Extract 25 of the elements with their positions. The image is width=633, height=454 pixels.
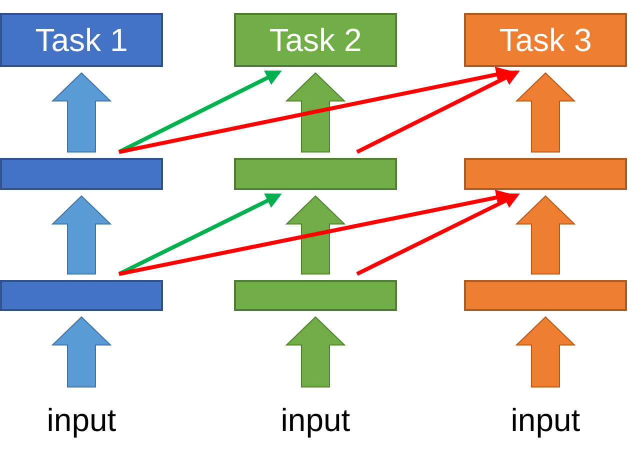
task-box: Task 1 <box>0 13 163 67</box>
task-box: Task 3 <box>464 13 627 67</box>
task-box: Task 2 <box>234 13 397 67</box>
block-arrow <box>51 195 112 274</box>
layer-bar <box>0 280 163 311</box>
layer-bar <box>234 280 397 311</box>
block-arrow <box>515 195 576 274</box>
layer-bar <box>464 158 627 190</box>
block-arrow <box>285 195 346 274</box>
input-label: input <box>0 395 163 445</box>
arrow <box>118 193 282 276</box>
layer-bar <box>234 158 397 190</box>
block-arrow <box>51 72 112 152</box>
layer-bar <box>464 280 627 311</box>
arrow <box>356 70 520 154</box>
input-label: input <box>234 395 397 445</box>
arrow <box>356 193 520 276</box>
input-label: input <box>464 395 627 445</box>
block-arrow <box>515 72 576 152</box>
block-arrow <box>51 316 112 388</box>
layer-bar <box>0 158 163 190</box>
block-arrow <box>285 316 346 388</box>
block-arrow <box>515 316 576 388</box>
arrow <box>118 70 282 154</box>
block-arrow <box>285 72 346 152</box>
